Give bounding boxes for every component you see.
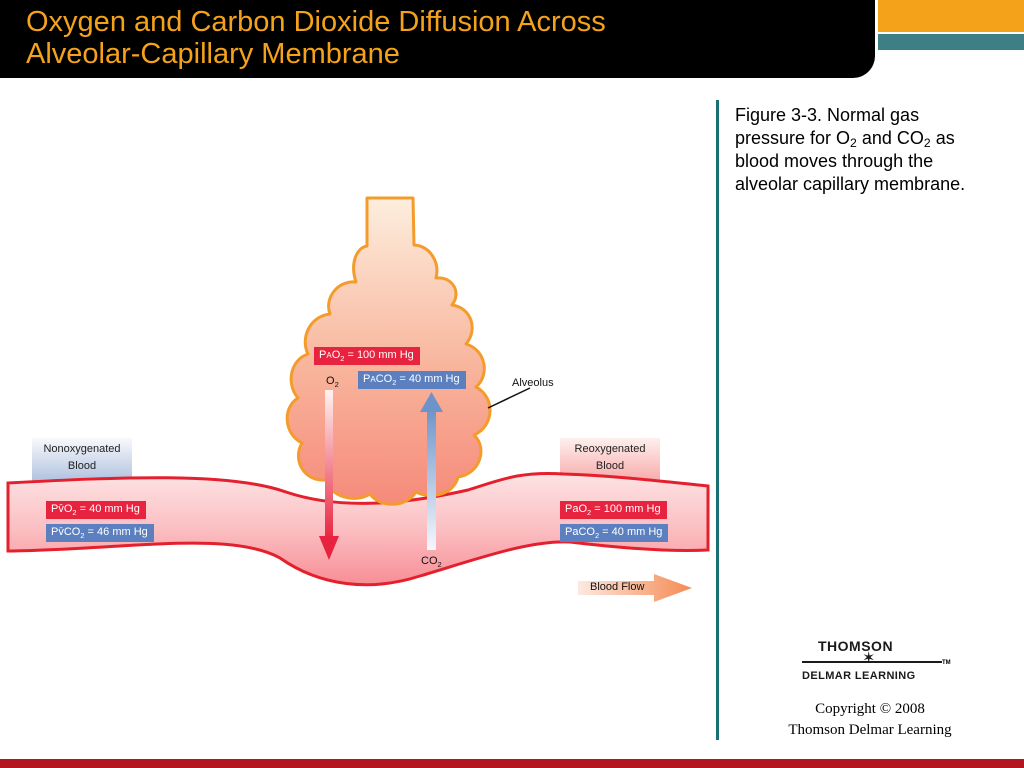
o2-arrow-head	[319, 536, 339, 560]
label-text: Nonoxygenated	[43, 443, 121, 455]
label-subscript: 2	[80, 531, 85, 540]
label-text: A	[326, 351, 332, 360]
label-subscript: 2	[594, 531, 600, 540]
label-text: O	[63, 503, 73, 515]
label-subscript: 2	[392, 378, 397, 387]
label-text: CO	[375, 373, 393, 385]
label-text: Pv̄	[51, 526, 64, 538]
logo-rule	[802, 661, 942, 663]
label-text: = 100 mm Hg	[591, 503, 661, 515]
venous-pvo2-label: Pv̄O2 = 40 mm Hg	[46, 501, 146, 519]
label-text: Pv̄	[51, 503, 64, 515]
diagram-graphics	[6, 196, 710, 602]
copyright-line-1: Copyright © 2008	[815, 701, 925, 717]
label-text: CO	[63, 526, 81, 538]
caption-subscript: 2	[923, 136, 931, 150]
caption-line-4: alveolar capillary membrane.	[735, 174, 966, 194]
logo-text-bottom: DELMAR LEARNING	[802, 670, 916, 682]
label-text: P	[319, 349, 327, 361]
label-subscript: 2	[437, 560, 442, 569]
label-text: A	[370, 375, 376, 384]
label-subscript: 2	[340, 354, 345, 363]
arterial-pao2-label: PaO2 = 100 mm Hg	[560, 501, 667, 519]
corner-orange-block	[878, 0, 1024, 32]
blood-flow-label: Blood Flow	[590, 581, 645, 593]
label-text: = 100 mm Hg	[344, 349, 414, 361]
caption-line-3: blood moves through the	[735, 151, 934, 171]
caption-text: and CO	[856, 128, 924, 148]
slide-title: Oxygen and Carbon Dioxide Diffusion Acro…	[26, 6, 606, 70]
alveolus-label: Alveolus	[512, 377, 554, 389]
label-text: O	[331, 349, 341, 361]
diffusion-diagram: PAO2 = 100 mm Hg PACO2 = 40 mm Hg O2 CO2…	[0, 190, 716, 610]
o2-label: O2	[326, 375, 339, 389]
label-text: Reoxygenated	[574, 443, 646, 455]
label-text: CO	[421, 555, 438, 567]
label-text: = 40 mm Hg	[396, 373, 460, 385]
caption-subscript: 2	[850, 136, 857, 150]
label-text: Blood	[67, 460, 97, 472]
venous-pvco2-label: Pv̄CO2 = 46 mm Hg	[46, 524, 154, 542]
bottom-accent-bar	[0, 759, 1024, 768]
label-text: O	[578, 503, 588, 515]
caption-line-2: pressure for O2 and CO2 as	[735, 127, 1005, 150]
co2-arrow-head	[420, 392, 443, 412]
title-line-1: Oxygen and Carbon Dioxide Diffusion Acro…	[26, 6, 606, 38]
star-icon: ✶	[862, 650, 876, 667]
label-text: Pa	[565, 526, 579, 538]
title-line-2: Alveolar-Capillary Membrane	[26, 38, 400, 70]
label-text: = 46 mm Hg	[84, 526, 148, 538]
copyright-line-2: Thomson Delmar Learning	[788, 722, 952, 738]
copyright-notice: Copyright © 2008 Thomson Delmar Learning	[760, 699, 980, 741]
alveolar-pao2-label: PAO2 = 100 mm Hg	[314, 347, 420, 365]
corner-teal-block	[878, 34, 1024, 50]
label-text: Pa	[565, 503, 579, 515]
capillary-vessel	[6, 471, 710, 587]
co2-label: CO2	[421, 555, 442, 569]
thomson-delmar-logo: THOMSON ✶ TM DELMAR LEARNING	[800, 636, 955, 686]
caption-line-1: Figure 3-3. Normal gas	[735, 105, 920, 125]
caption-text: pressure for O	[735, 128, 851, 148]
alveolus-pointer	[487, 387, 531, 409]
figure-caption: Figure 3-3. Normal gas pressure for O2 a…	[735, 104, 1005, 196]
caption-text: as	[930, 128, 955, 148]
label-subscript: 2	[72, 508, 77, 517]
arterial-paco2-label: PaCO2 = 40 mm Hg	[560, 524, 669, 542]
co2-arrow-shaft	[427, 408, 436, 550]
label-text: = 40 mm Hg	[599, 526, 663, 538]
label-text: = 40 mm Hg	[76, 503, 140, 515]
alveolar-paco2-label: PACO2 = 40 mm Hg	[358, 371, 466, 389]
title-bar: Oxygen and Carbon Dioxide Diffusion Acro…	[0, 0, 875, 78]
label-subscript: 2	[587, 508, 592, 517]
label-text: CO	[578, 526, 595, 538]
vertical-divider	[716, 100, 719, 740]
o2-arrow-shaft	[325, 390, 333, 540]
logo-trademark: TM	[942, 660, 951, 666]
label-text: O	[326, 375, 335, 387]
label-subscript: 2	[334, 380, 339, 389]
blood-flow-arrow	[578, 574, 692, 602]
logo-text-top: THOMSON	[818, 638, 894, 654]
label-text: P	[363, 373, 371, 385]
label-text: Blood	[595, 460, 625, 472]
